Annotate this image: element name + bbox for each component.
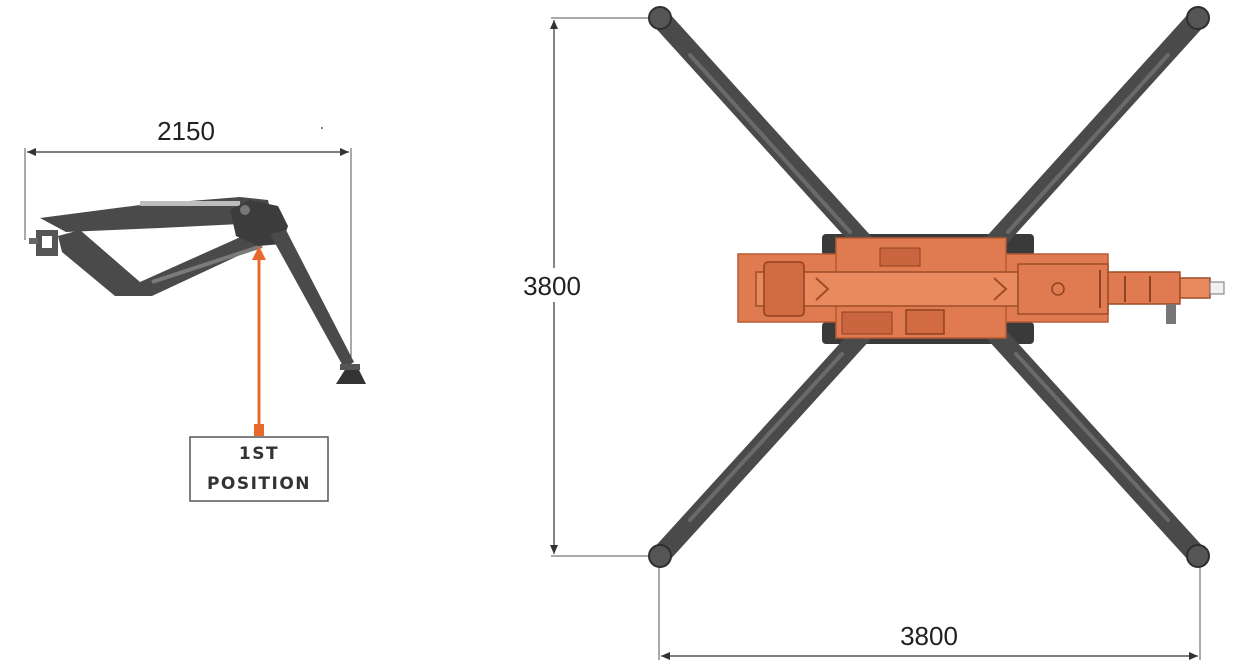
lower-boom xyxy=(58,226,272,296)
jib-upper-rail xyxy=(140,201,240,206)
top-vertical-dimension-label: 3800 xyxy=(523,271,581,301)
outrigger-arm-top-right xyxy=(976,8,1208,262)
sheave-pin xyxy=(1051,282,1065,296)
outrigger-leg xyxy=(270,230,354,368)
outrigger-pad-bottom-left xyxy=(648,544,672,568)
crane-body-top xyxy=(737,237,1225,339)
hook-plate xyxy=(42,236,52,248)
arm-highlight-tr xyxy=(1006,53,1170,234)
pivot-pin xyxy=(240,205,250,215)
jib-tip xyxy=(1107,271,1181,305)
side-view: 2150 1ST xyxy=(24,116,366,502)
boom-end-chevron-right xyxy=(993,277,1008,301)
position-arrow-base xyxy=(254,424,264,436)
outrigger-foot-shoe xyxy=(340,364,360,370)
arm-highlight-br xyxy=(1014,352,1170,522)
jib-side-bracket xyxy=(1166,304,1176,324)
position-label-line1: 1ST xyxy=(239,444,279,464)
arm-highlight-bl xyxy=(688,352,844,522)
outrigger-arm-top-left xyxy=(650,8,882,262)
arm-highlight-tl xyxy=(688,53,852,234)
side-width-dimension-label: 2150 xyxy=(157,116,215,146)
hydraulic-block-upper xyxy=(879,247,921,267)
luffing-cylinder xyxy=(151,244,263,284)
hook-head-plate xyxy=(1209,281,1225,295)
winch-drum xyxy=(763,261,805,317)
top-view: 3800 3800 xyxy=(523,6,1225,660)
position-label-line2: POSITION xyxy=(207,474,311,494)
outrigger-pad-top-right xyxy=(1186,6,1210,30)
boom-end-chevron-left xyxy=(815,277,830,301)
outrigger-pad-bottom-right xyxy=(1186,544,1210,568)
crane-side-silhouette xyxy=(29,197,366,384)
engine-cover xyxy=(905,309,945,335)
stray-dot xyxy=(321,127,323,129)
position-arrow-head xyxy=(252,246,266,260)
position-label-box xyxy=(189,436,329,502)
hook-head xyxy=(1179,277,1211,299)
hydraulic-block-lower xyxy=(841,311,893,335)
hook-left-stub xyxy=(29,238,38,244)
vertical-label-backdrop xyxy=(526,268,582,302)
top-horizontal-dimension-label: 3800 xyxy=(900,621,958,651)
outrigger-foot xyxy=(336,368,366,384)
outrigger-arms xyxy=(650,8,1208,566)
jib-head-section xyxy=(1017,263,1109,315)
outrigger-pad-top-left xyxy=(648,6,672,30)
